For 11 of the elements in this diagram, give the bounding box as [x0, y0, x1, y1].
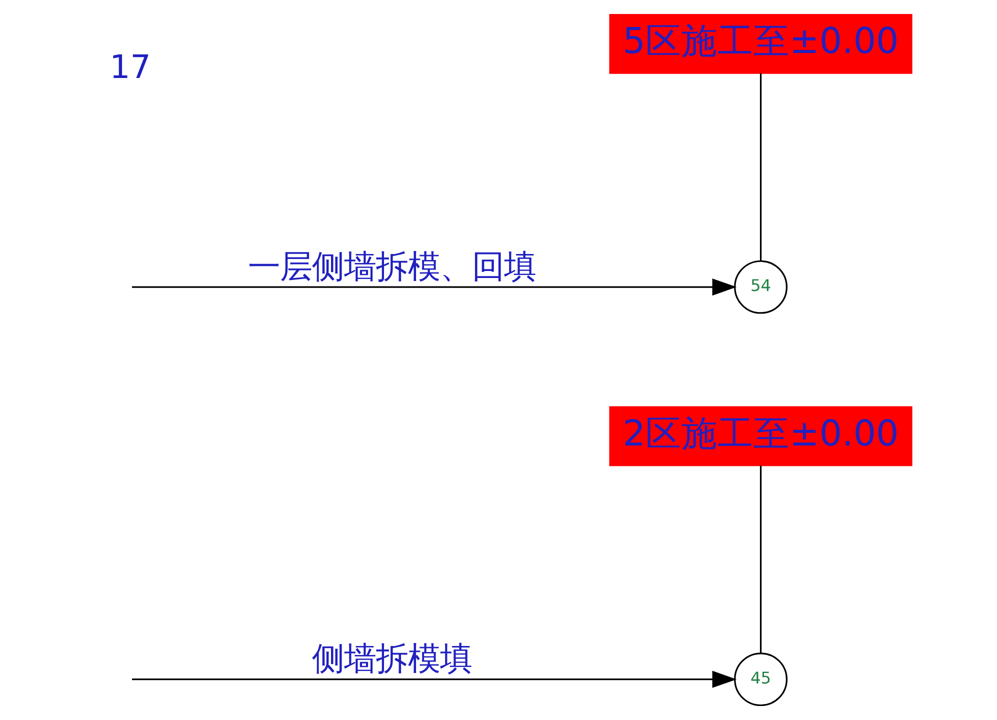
connector — [759, 465, 762, 654]
arrow — [131, 278, 736, 296]
arrow — [131, 670, 736, 688]
node-circle: 54 — [734, 260, 788, 314]
connector — [759, 73, 762, 261]
node-circle: 45 — [734, 652, 788, 706]
node-box: 2区施工至±0.00 — [608, 406, 912, 466]
edge-label: 侧墙拆模填 — [312, 640, 472, 678]
edge-label: 一层侧墙拆模、回填 — [248, 247, 536, 286]
node-box: 5区施工至±0.00 — [608, 14, 912, 74]
label: 17 — [109, 48, 150, 86]
